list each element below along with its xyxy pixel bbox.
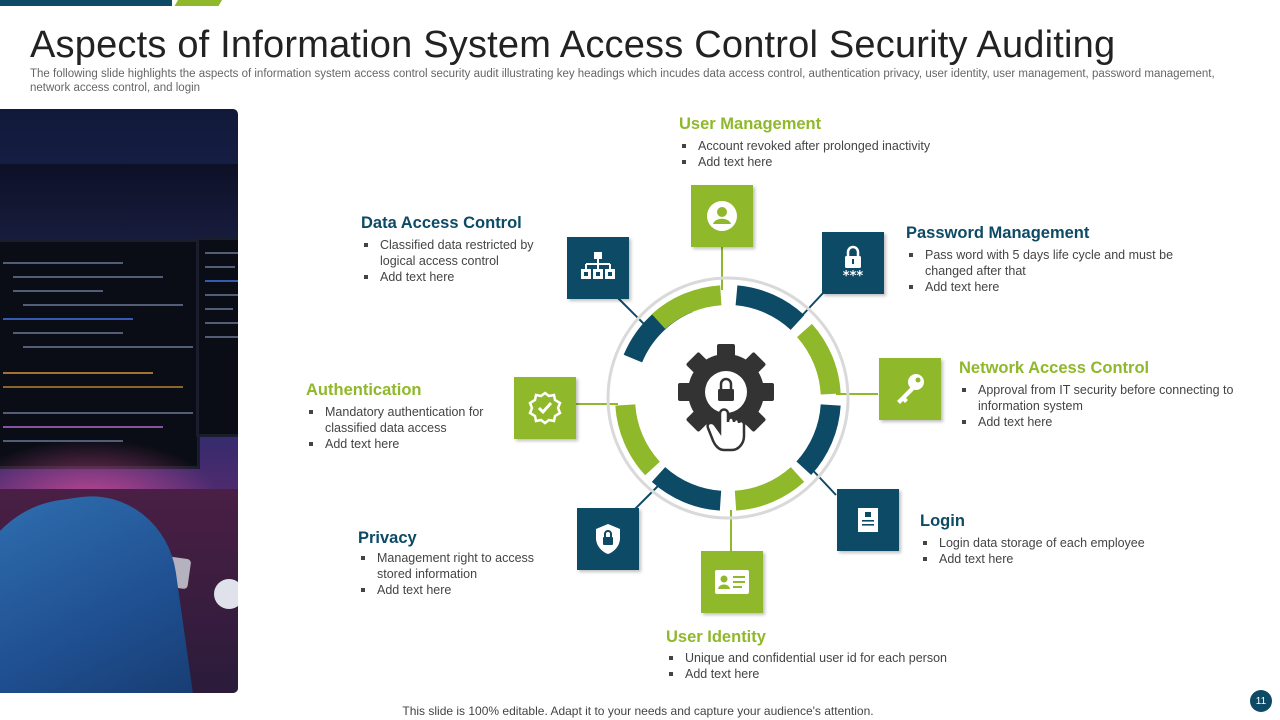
user-identity-bullets: Unique and confidential user id for each… (667, 650, 977, 682)
password-lock-icon: *** (822, 232, 884, 294)
list-item: Approval from IT security before connect… (960, 382, 1260, 414)
page-title: Aspects of Information System Access Con… (30, 24, 1116, 66)
user-management-bullets: Account revoked after prolonged inactivi… (680, 138, 970, 170)
list-item: Add text here (362, 269, 562, 285)
user-identity-title: User Identity (666, 628, 766, 646)
data-access-control-title: Data Access Control (361, 214, 522, 232)
list-item: Add text here (921, 551, 1211, 567)
ring-segment-4 (796, 323, 841, 395)
segment-ring (615, 285, 841, 511)
list-item: Account revoked after prolonged inactivi… (680, 138, 970, 154)
gear-lock-hand-icon (678, 344, 774, 452)
verified-badge-icon (514, 377, 576, 439)
list-item: Add text here (307, 436, 507, 452)
page-number-badge: 11 (1250, 690, 1272, 712)
list-item: Add text here (960, 414, 1260, 430)
list-item: Unique and confidential user id for each… (667, 650, 977, 666)
authentication-title: Authentication (306, 381, 422, 399)
user-management-title: User Management (679, 115, 822, 133)
privacy-title: Privacy (358, 529, 417, 547)
outer-ring (606, 276, 850, 520)
network-access-control-bullets: Approval from IT security before connect… (960, 382, 1260, 430)
connector-privacy (633, 483, 661, 511)
ring-segment-7 (651, 466, 722, 511)
login-title: Login (920, 512, 965, 530)
photo-shelf (0, 164, 238, 244)
photo-monitor-right (196, 237, 238, 437)
password-management-bullets: Pass word with 5 days life cycle and mus… (907, 247, 1202, 295)
list-item: Add text here (667, 666, 977, 682)
accent-bar-dark (0, 0, 172, 6)
ring-segment-2 (651, 285, 722, 330)
list-item: Add text here (359, 582, 559, 598)
id-card-icon (701, 551, 763, 613)
list-item: Add text here (907, 279, 1202, 295)
data-access-control-bullets: Classified data restricted by logical ac… (362, 237, 562, 285)
password-management-title: Password Management (906, 224, 1090, 242)
hierarchy-icon (567, 237, 629, 299)
list-item: Management right to access stored inform… (359, 550, 559, 582)
ring-segment-3 (735, 285, 805, 331)
list-item: Add text here (680, 154, 970, 170)
ring-segment-8 (615, 404, 661, 476)
footer-note: This slide is 100% editable. Adapt it to… (402, 704, 874, 718)
user-icon (691, 185, 753, 247)
login-document-icon (837, 489, 899, 551)
key-icon (879, 358, 941, 420)
list-item: Pass word with 5 days life cycle and mus… (907, 247, 1202, 279)
photo-mouse (214, 579, 238, 609)
ring-segment-6 (734, 466, 805, 511)
shield-lock-icon (577, 508, 639, 570)
network-access-control-title: Network Access Control (959, 359, 1150, 377)
list-item: Login data storage of each employee (921, 535, 1211, 551)
svg-text:***: *** (843, 269, 864, 282)
login-bullets: Login data storage of each employee Add … (921, 535, 1211, 567)
list-item: Mandatory authentication for classified … (307, 404, 507, 436)
authentication-bullets: Mandatory authentication for classified … (307, 404, 507, 452)
ring-segment-5 (796, 404, 841, 476)
list-item: Classified data restricted by logical ac… (362, 237, 562, 269)
page-subtitle: The following slide highlights the aspec… (30, 68, 1215, 94)
developer-photo (0, 109, 238, 693)
privacy-bullets: Management right to access stored inform… (359, 550, 559, 598)
